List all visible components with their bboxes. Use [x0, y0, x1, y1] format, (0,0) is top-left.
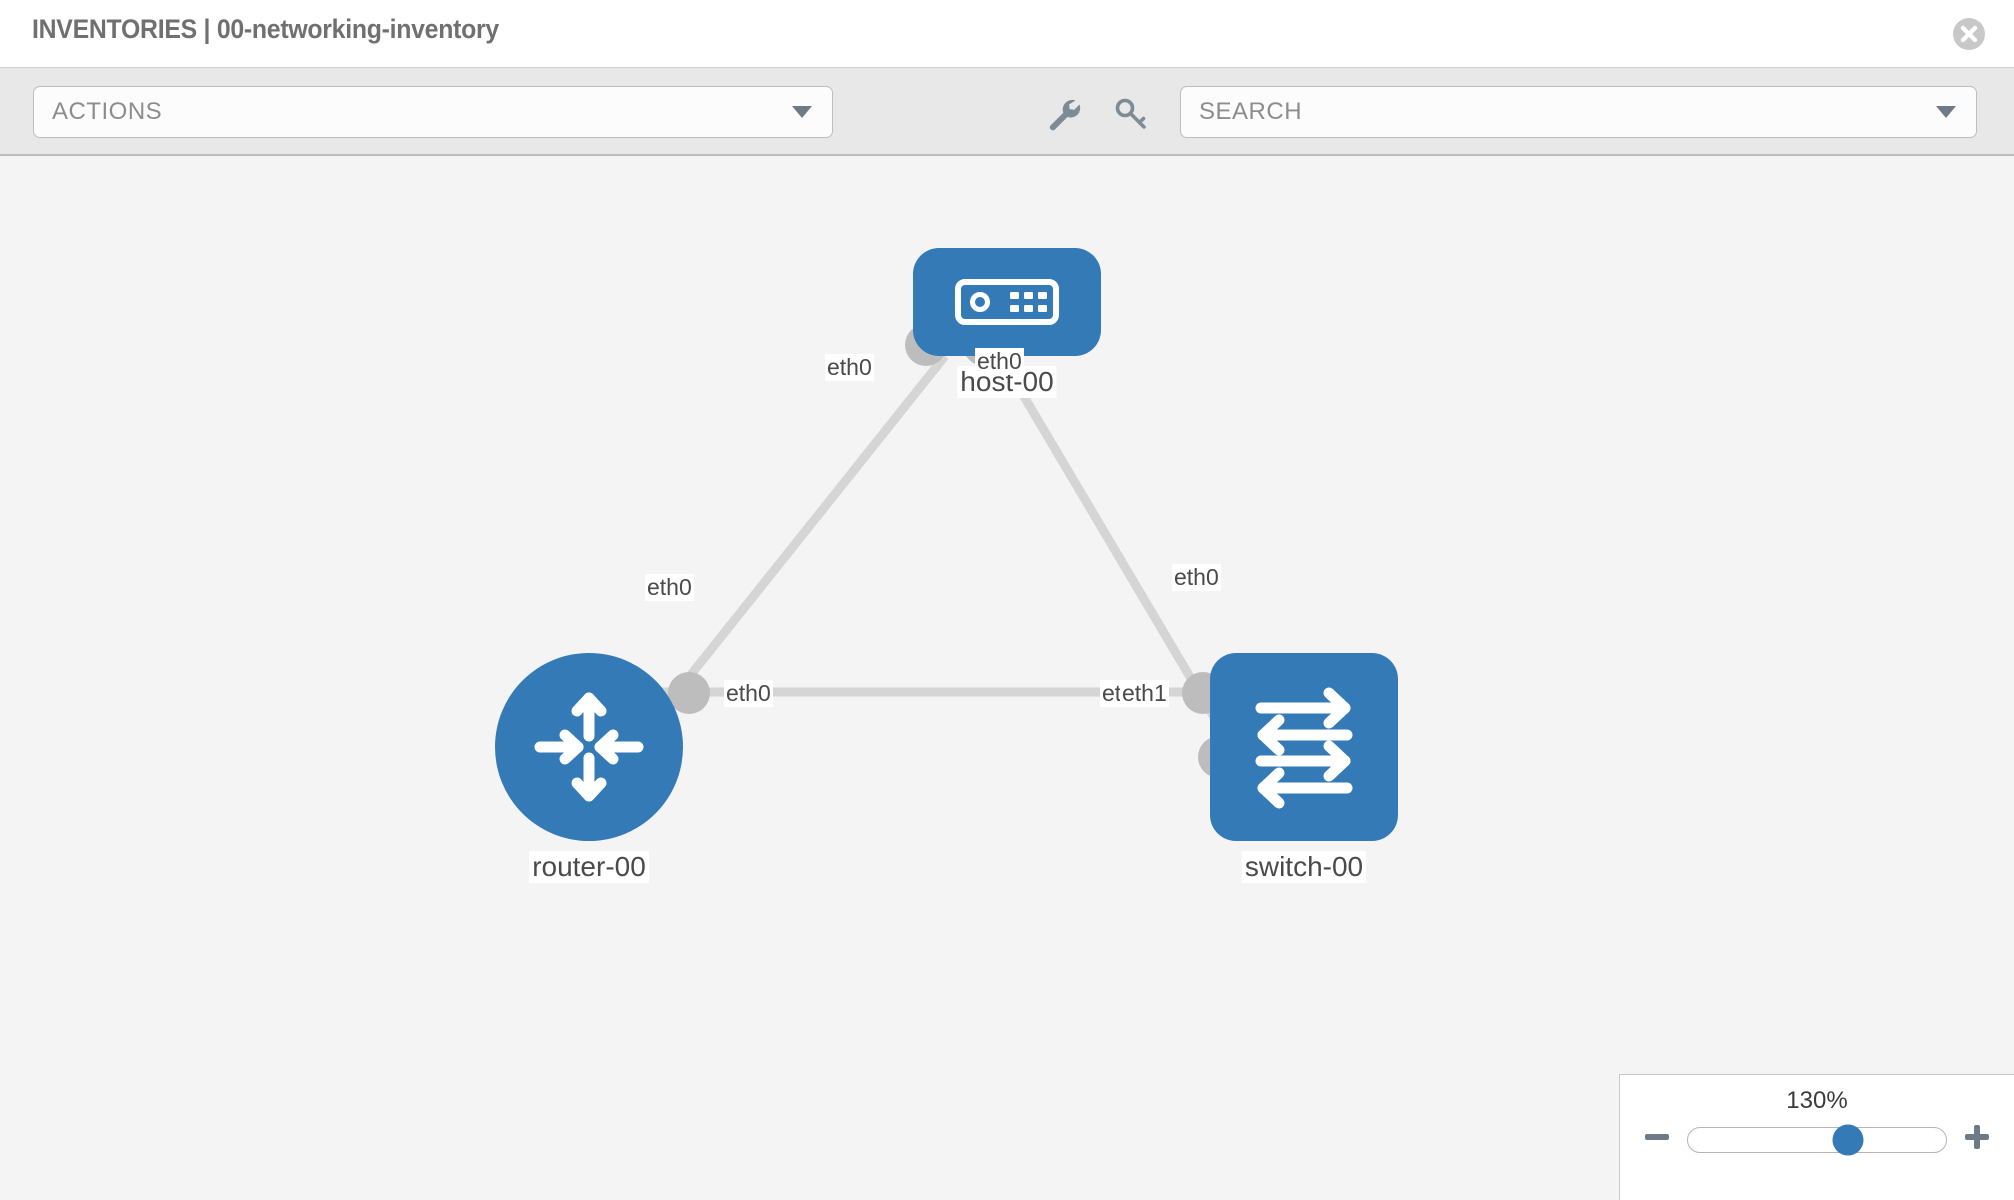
zoom-control-panel: 130% — [1619, 1074, 2014, 1200]
router-node-shape[interactable] — [495, 653, 683, 841]
actions-dropdown-label: ACTIONS — [52, 98, 163, 125]
page-title: INVENTORIES | 00-networking-inventory — [32, 14, 499, 44]
switch-arrows-icon — [1255, 687, 1353, 809]
edge-label-host-switch: eth0 — [975, 348, 1024, 375]
host-node-shape[interactable] — [913, 248, 1101, 356]
toolbar: ACTIONS SEARCH — [0, 68, 2014, 156]
edge-label-router-host: eth0 — [645, 574, 694, 601]
topology-canvas[interactable]: host-00 router-00 — [0, 156, 2014, 1200]
edge-label-switch-host: eth0 — [1172, 564, 1221, 591]
node-router-00[interactable]: router-00 — [495, 653, 683, 883]
node-host-00[interactable]: host-00 — [913, 248, 1101, 398]
edge-label-router-switch: eth0 — [724, 680, 773, 707]
node-switch-00[interactable]: switch-00 — [1210, 653, 1398, 883]
search-input[interactable]: SEARCH — [1199, 98, 1303, 125]
switch-node-shape[interactable] — [1210, 653, 1398, 841]
edge-label-host-router: eth0 — [825, 354, 874, 381]
close-icon[interactable] — [1953, 18, 1985, 50]
chevron-down-icon — [792, 106, 812, 118]
key-icon[interactable] — [1113, 96, 1151, 132]
node-label-switch-00: switch-00 — [1241, 851, 1367, 883]
edge-label-switch-router: eth1 — [1120, 680, 1169, 707]
zoom-level-value: 130% — [1786, 1087, 1848, 1114]
wrench-icon[interactable] — [1045, 96, 1083, 132]
actions-dropdown[interactable]: ACTIONS — [33, 86, 833, 138]
zoom-in-button[interactable] — [1963, 1123, 1991, 1156]
node-label-router-00: router-00 — [529, 851, 649, 883]
zoom-slider[interactable] — [1687, 1124, 1947, 1155]
zoom-out-button[interactable] — [1643, 1123, 1671, 1156]
window-header: INVENTORIES | 00-networking-inventory — [0, 0, 2014, 68]
search-dropdown[interactable]: SEARCH — [1180, 86, 1977, 138]
server-icon — [955, 279, 1059, 325]
port-router-eth0[interactable] — [668, 672, 710, 714]
chevron-down-icon — [1936, 106, 1956, 118]
zoom-slider-thumb[interactable] — [1832, 1124, 1864, 1155]
router-arrows-icon — [534, 692, 644, 802]
